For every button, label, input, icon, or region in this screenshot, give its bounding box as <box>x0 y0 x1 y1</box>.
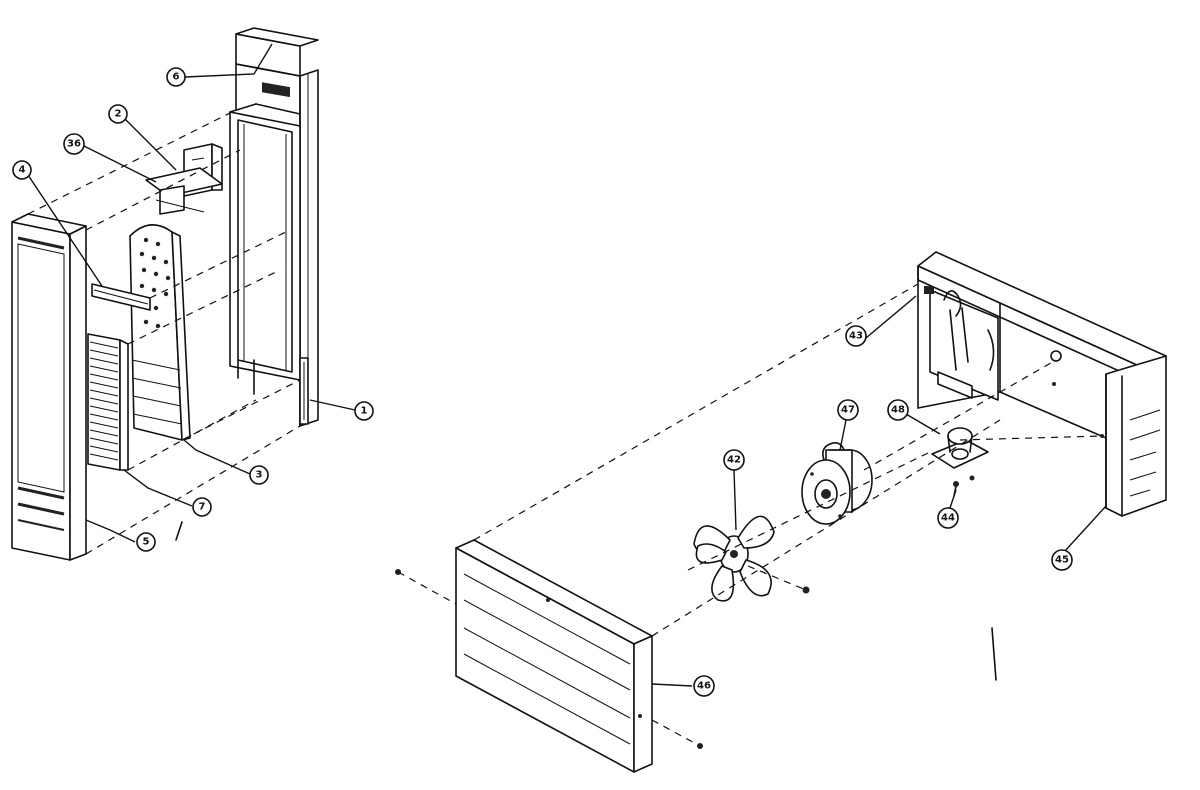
callout-5: 5 <box>136 532 156 552</box>
part-47-motor <box>801 442 873 525</box>
part-42-fan-blade <box>693 515 775 602</box>
svg-text:5: 5 <box>143 537 150 548</box>
callout-36: 36 <box>63 133 85 155</box>
part-46-front-cover <box>455 539 653 773</box>
part-48-motor-mount <box>931 427 989 469</box>
svg-text:42: 42 <box>727 455 741 466</box>
callout-4: 4 <box>12 160 32 180</box>
callout-47: 47 <box>837 399 859 421</box>
part-5-front-panel <box>11 213 87 561</box>
part-3-heat-exchanger <box>129 224 191 441</box>
part-1-strip <box>299 357 309 425</box>
svg-text:45: 45 <box>1055 555 1069 566</box>
svg-text:2: 2 <box>115 109 122 120</box>
leader-lines <box>25 43 1107 687</box>
part-45-housing <box>917 251 1167 517</box>
part-7-grille <box>87 333 129 471</box>
part-4-bar <box>91 283 151 311</box>
callout-3: 3 <box>249 465 269 485</box>
stray-mark <box>991 627 997 681</box>
callout-48: 48 <box>887 399 909 421</box>
callout-43: 43 <box>845 325 867 347</box>
right-alignment-lines <box>397 283 1103 747</box>
callout-46: 46 <box>693 675 715 697</box>
svg-text:36: 36 <box>67 139 81 150</box>
svg-text:43: 43 <box>849 331 863 342</box>
stray-mark <box>175 521 183 541</box>
inner-frame <box>229 103 301 395</box>
svg-text:1: 1 <box>361 406 368 417</box>
left-alignment-lines <box>27 111 301 555</box>
callout-2: 2 <box>108 104 128 124</box>
svg-text:4: 4 <box>19 165 26 176</box>
callout-6: 6 <box>166 67 186 87</box>
svg-text:48: 48 <box>891 405 905 416</box>
svg-text:47: 47 <box>841 405 855 416</box>
svg-text:3: 3 <box>256 470 263 481</box>
callout-42: 42 <box>723 449 745 471</box>
callout-7: 7 <box>192 497 212 517</box>
callout-45: 45 <box>1051 549 1073 571</box>
svg-text:6: 6 <box>173 72 180 83</box>
fan-nut <box>802 586 810 594</box>
callout-1: 1 <box>354 401 374 421</box>
part-44-screws <box>953 475 975 497</box>
callout-44: 44 <box>937 507 959 529</box>
svg-text:46: 46 <box>697 681 711 692</box>
svg-text:7: 7 <box>199 502 206 513</box>
svg-text:44: 44 <box>941 513 955 524</box>
part-43-control-bracket <box>924 286 999 401</box>
